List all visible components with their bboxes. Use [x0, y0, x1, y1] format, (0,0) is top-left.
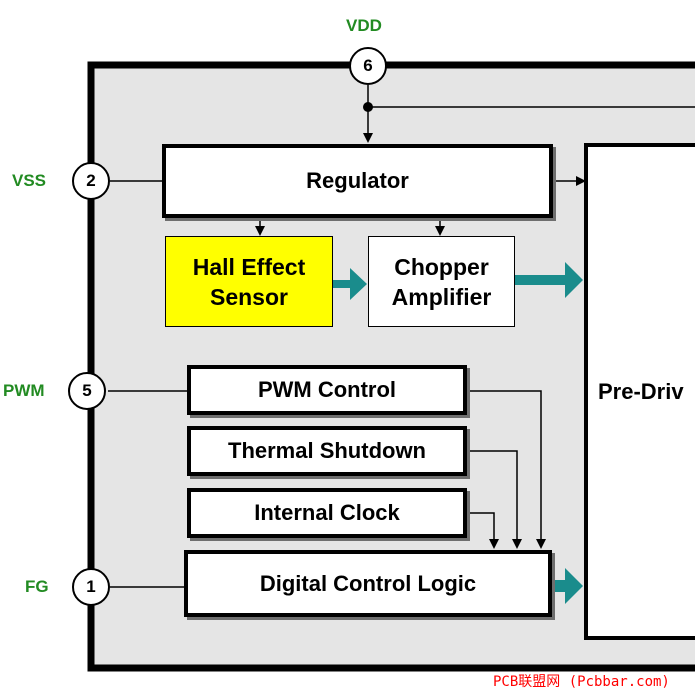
pwm-control-to-logic-wire	[467, 390, 546, 549]
chopper-label-line2: Amplifier	[391, 283, 492, 310]
digital-control-logic-block: Digital Control Logic	[184, 550, 552, 617]
vdd-pin-label: VDD	[346, 16, 382, 35]
vdd-pin-circle: 6	[349, 47, 387, 85]
vss-pin-label: VSS	[12, 171, 47, 190]
pre-driver-block: Pre-Driv	[584, 143, 695, 640]
internal-clock-block: Internal Clock	[187, 488, 467, 538]
internal-clock-label: Internal Clock	[254, 500, 400, 525]
vss-pin-circle: 2	[72, 162, 110, 200]
fg-pin-label: FG	[25, 577, 49, 596]
hall-effect-label-line1: Hall Effect	[192, 253, 306, 280]
hall-effect-label-line2: Sensor	[210, 283, 288, 310]
pwm-control-label: PWM Control	[257, 377, 397, 402]
logic-to-predriver-arrow	[552, 568, 583, 604]
fg-pin-circle: 1	[72, 568, 110, 606]
pwm-pin-label: PWM	[3, 381, 45, 400]
thermal-shutdown-label: Thermal Shutdown	[228, 438, 426, 463]
watermark-text: PCB联盟网 (Pcbbar.com)	[493, 674, 670, 690]
pre-driver-label: Pre-Driv	[598, 378, 684, 404]
hall-effect-sensor-block: Hall Effect Sensor	[165, 236, 333, 327]
pwm-control-block: PWM Control	[187, 365, 467, 415]
chopper-to-predriver-arrow	[515, 262, 583, 298]
hall-to-chopper-arrow	[333, 268, 367, 300]
regulator-block: Regulator	[162, 144, 553, 218]
clock-to-logic-wire	[467, 512, 499, 549]
chopper-amplifier-block: Chopper Amplifier	[368, 236, 515, 327]
thermal-to-logic-wire	[467, 450, 522, 549]
thermal-shutdown-block: Thermal Shutdown	[187, 426, 467, 476]
chopper-label-line1: Chopper	[394, 253, 489, 280]
pwm-pin-circle: 5	[68, 372, 106, 410]
regulator-label: Regulator	[306, 168, 409, 193]
digital-control-logic-label: Digital Control Logic	[259, 570, 477, 596]
